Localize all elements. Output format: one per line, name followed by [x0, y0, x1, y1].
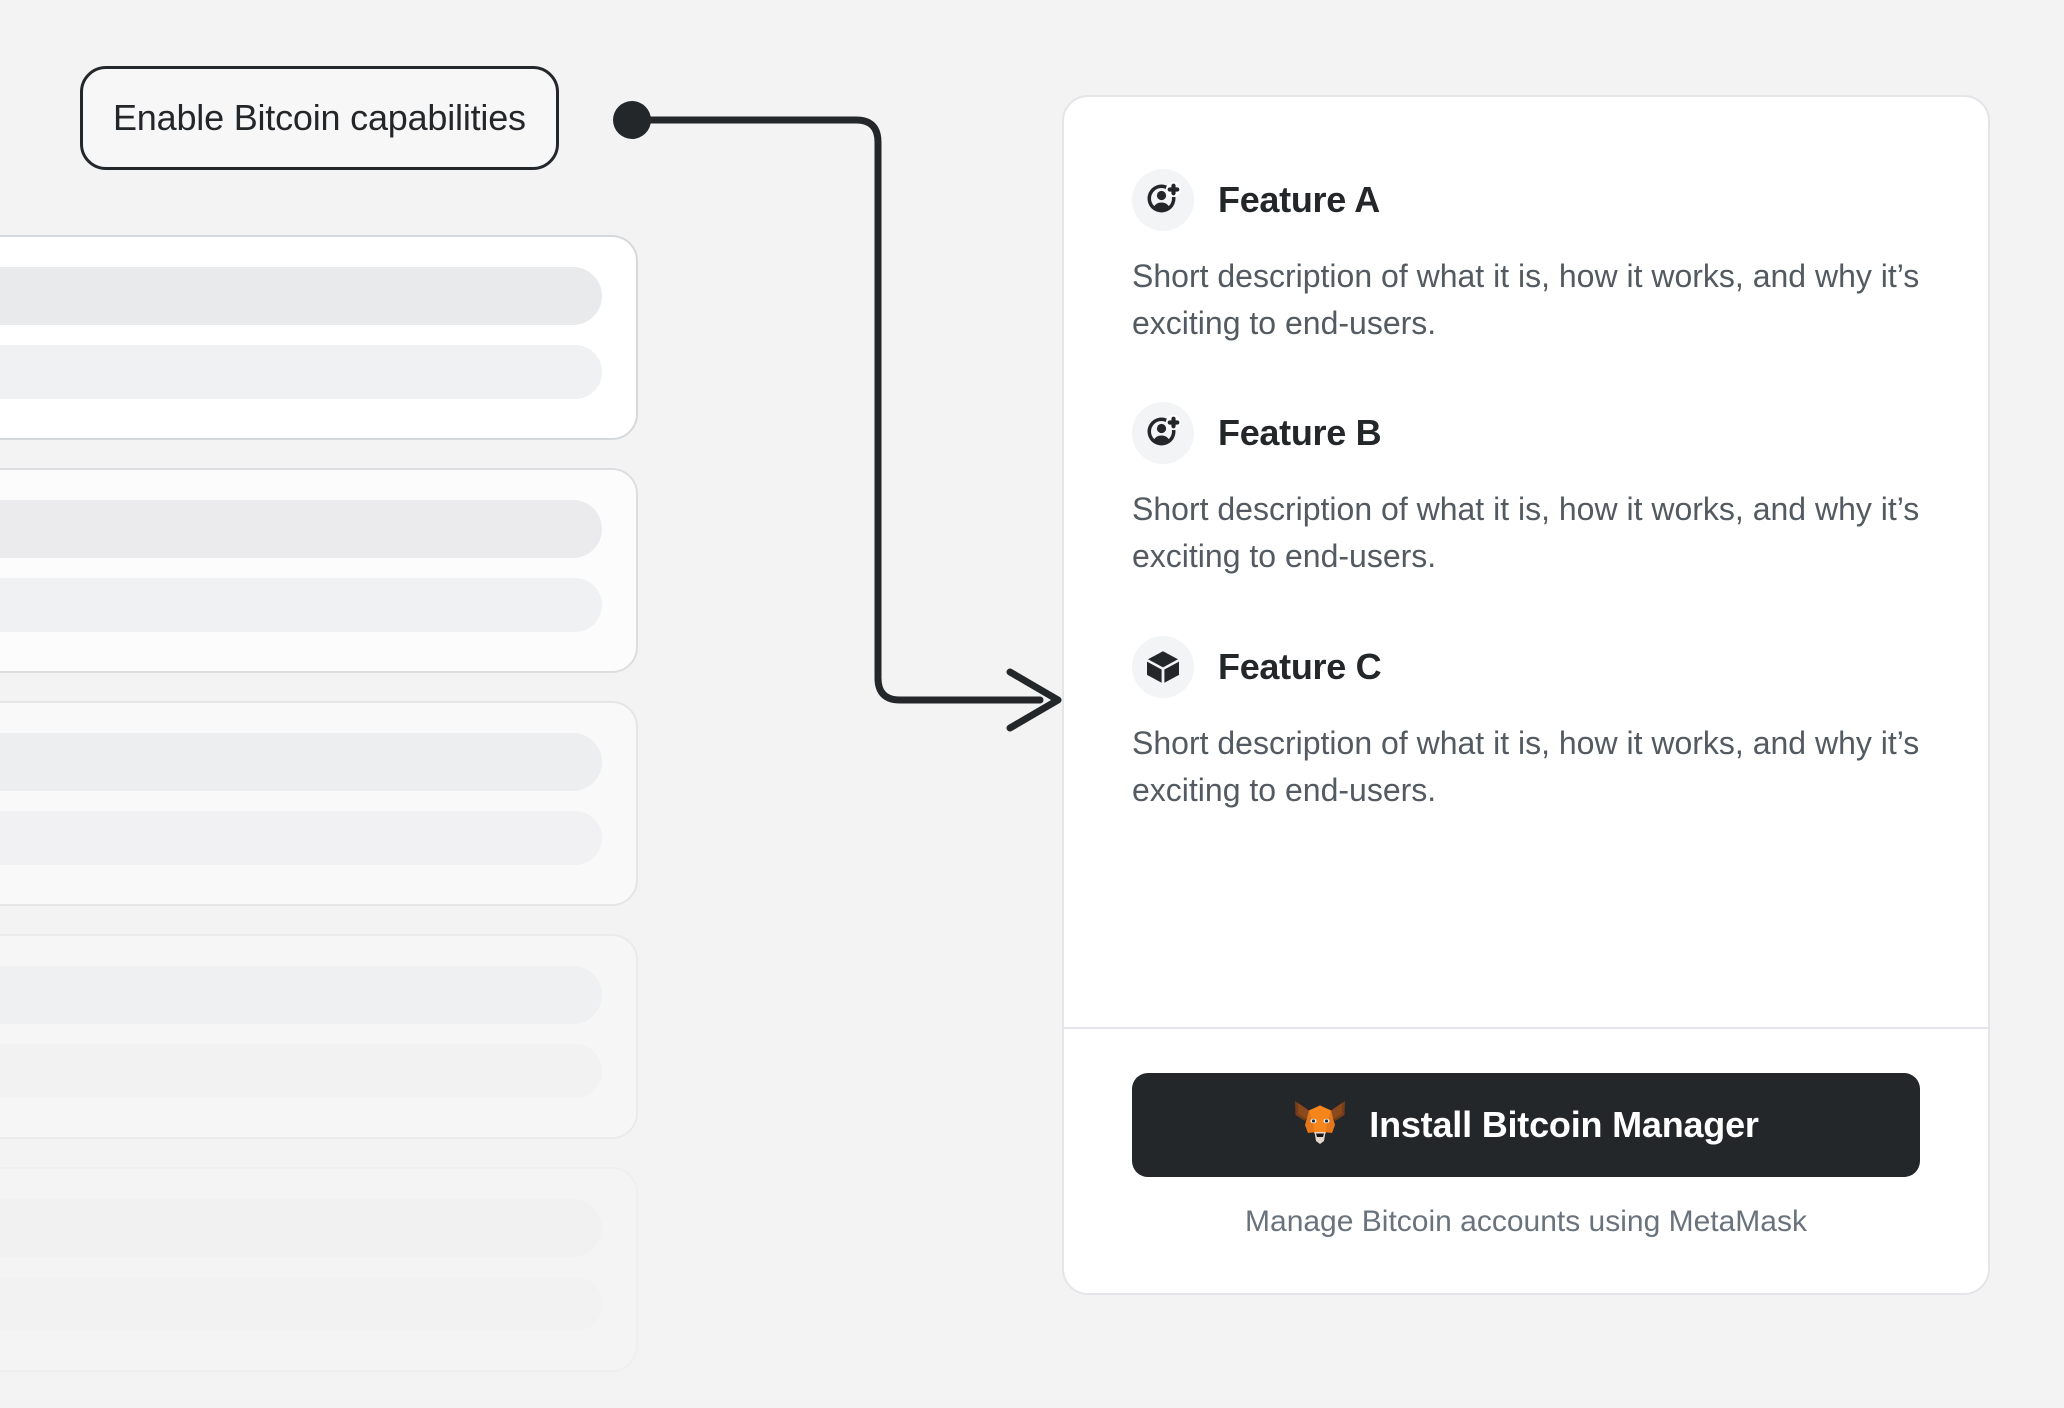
skeleton-card — [0, 1167, 638, 1372]
skeleton-bar-secondary — [0, 345, 602, 399]
skeleton-card — [0, 934, 638, 1139]
skeleton-bar-secondary — [0, 1277, 602, 1331]
feature-title: Feature A — [1218, 179, 1381, 220]
connector-anchor-dot — [613, 101, 651, 139]
feature-title: Feature C — [1218, 645, 1382, 687]
card-divider — [1064, 1027, 1988, 1029]
skeleton-bar-primary — [0, 1199, 602, 1257]
skeleton-card — [0, 701, 638, 906]
connector-path — [628, 116, 1044, 704]
feature-block: Feature A Short description of what it i… — [1132, 169, 1920, 346]
skeleton-card — [0, 468, 638, 673]
feature-heading-row: Feature A — [1132, 169, 1920, 231]
feature-description: Short description of what it is, how it … — [1132, 258, 1920, 341]
skeleton-bar-secondary — [0, 811, 602, 865]
skeleton-bar-secondary — [0, 578, 602, 632]
feature-heading-row: Feature B — [1132, 402, 1920, 465]
add-account-icon — [1132, 402, 1194, 465]
skeleton-bar-primary — [0, 966, 602, 1024]
feature-block: Feature C Short description of what it i… — [1132, 635, 1920, 813]
install-bitcoin-manager-button[interactable]: Install Bitcoin Manager — [1132, 1073, 1920, 1177]
feature-description: Short description of what it is, how it … — [1132, 491, 1920, 575]
install-button-label: Install Bitcoin Manager — [1369, 1104, 1759, 1145]
skeleton-bar-primary — [0, 500, 602, 558]
skeleton-bar-primary — [0, 733, 602, 791]
callout-pill: Enable Bitcoin capabilities — [80, 66, 559, 170]
add-account-icon — [1132, 169, 1194, 231]
skeleton-bar-primary — [0, 267, 602, 325]
install-caption: Manage Bitcoin accounts using MetaMask — [1245, 1205, 1807, 1238]
cube-icon — [1132, 635, 1194, 698]
card-footer: Install Bitcoin Manager Manage Bitcoin a… — [1064, 1029, 1988, 1293]
metamask-fox-icon — [1293, 1099, 1347, 1152]
feature-title: Feature B — [1218, 412, 1382, 454]
feature-card: Feature A Short description of what it i… — [1062, 95, 1990, 1295]
feature-block: Feature B Short description of what it i… — [1132, 402, 1920, 579]
skeleton-card — [0, 235, 638, 440]
feature-heading-row: Feature C — [1132, 635, 1920, 698]
connector-arrowhead-icon — [1006, 668, 1062, 732]
skeleton-bar-secondary — [0, 1044, 602, 1098]
callout-pill-label: Enable Bitcoin capabilities — [113, 97, 526, 138]
feature-description: Short description of what it is, how it … — [1132, 724, 1920, 808]
features-section: Feature A Short description of what it i… — [1064, 97, 1988, 1027]
skeleton-placeholder-list — [0, 235, 638, 1400]
